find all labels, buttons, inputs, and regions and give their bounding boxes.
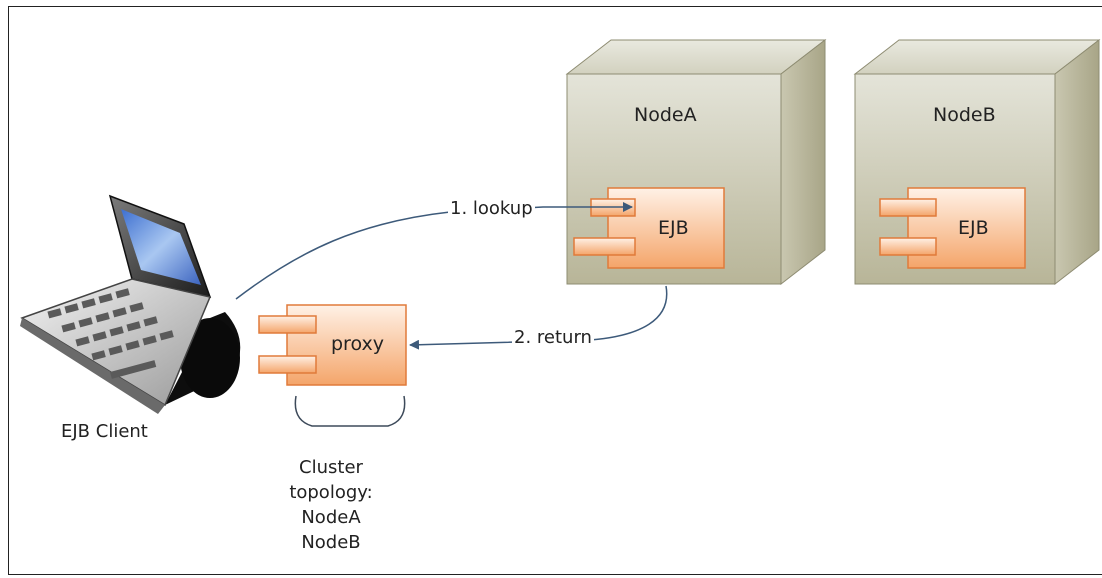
proxy-component <box>258 304 407 386</box>
diagram-frame <box>8 6 1102 575</box>
cluster-topology-line: NodeA <box>301 507 361 528</box>
lookup-arrow <box>235 202 633 300</box>
cluster-bracket <box>294 395 406 427</box>
client-label: EJB Client <box>61 421 148 442</box>
node-a-title: NodeA <box>634 104 697 126</box>
ejb-label-node-a: EJB <box>658 217 689 239</box>
cluster-topology-line: topology: <box>289 482 373 503</box>
node-b-title: NodeB <box>933 104 996 126</box>
ejb-component-node-b <box>879 187 1026 269</box>
proxy-label: proxy <box>331 333 384 355</box>
return-arrow-label: 2. return <box>512 327 594 348</box>
cluster-topology-line: Cluster <box>299 457 363 478</box>
cluster-topology-line: NodeB <box>301 532 361 553</box>
ejb-label-node-b: EJB <box>958 217 989 239</box>
node-b <box>853 38 1101 286</box>
laptop-icon <box>20 194 241 414</box>
node-a <box>565 38 827 286</box>
cluster-topology-text: Cluster topology: NodeA NodeB <box>271 455 391 555</box>
lookup-arrow-label: 1. lookup <box>448 198 535 219</box>
return-arrow <box>409 285 668 350</box>
